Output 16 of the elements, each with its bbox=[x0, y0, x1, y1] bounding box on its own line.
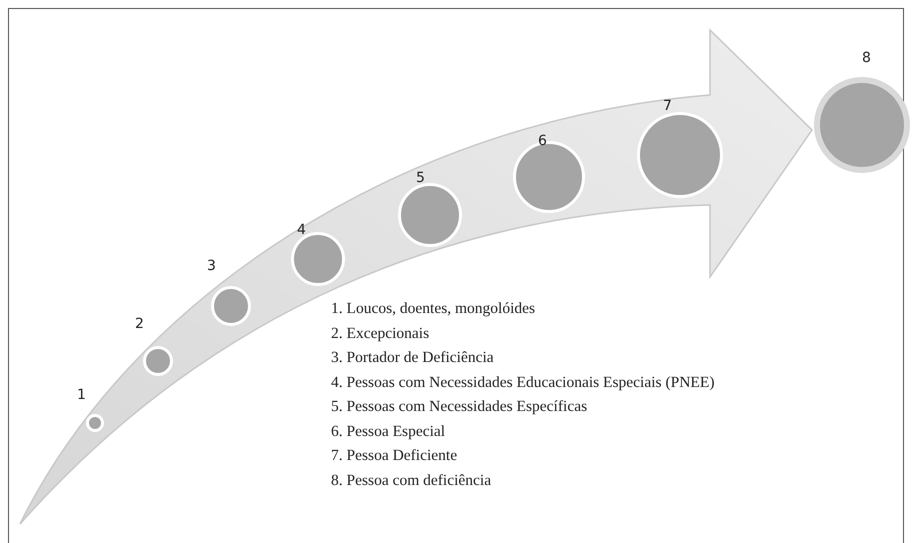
step-number: 4 bbox=[297, 222, 306, 238]
list-item: 6. Pessoa Especial bbox=[331, 422, 446, 440]
step-number: 5 bbox=[416, 170, 425, 186]
list-item: 4. Pessoas com Necessidades Educacionais Especiais (PNEE) bbox=[331, 374, 715, 392]
step-number: 1 bbox=[77, 387, 86, 403]
list-item: 1. Loucos, doentes, mongolóides bbox=[331, 300, 536, 318]
step-number: 6 bbox=[538, 133, 547, 149]
list-item: 2. Excepcionais bbox=[331, 324, 430, 342]
step-number: 3 bbox=[207, 258, 216, 274]
list-item: 7. Pessoa Deficiente bbox=[331, 447, 458, 465]
list-item: 5. Pessoas com Necessidades Específicas bbox=[331, 398, 588, 416]
list-item: 3. Portador de Deficiência bbox=[331, 349, 494, 367]
step-number: 7 bbox=[663, 98, 672, 114]
step-number: 2 bbox=[135, 316, 144, 332]
step-number: 8 bbox=[862, 50, 871, 66]
list-item: 8. Pessoa com deficiência bbox=[331, 472, 492, 490]
